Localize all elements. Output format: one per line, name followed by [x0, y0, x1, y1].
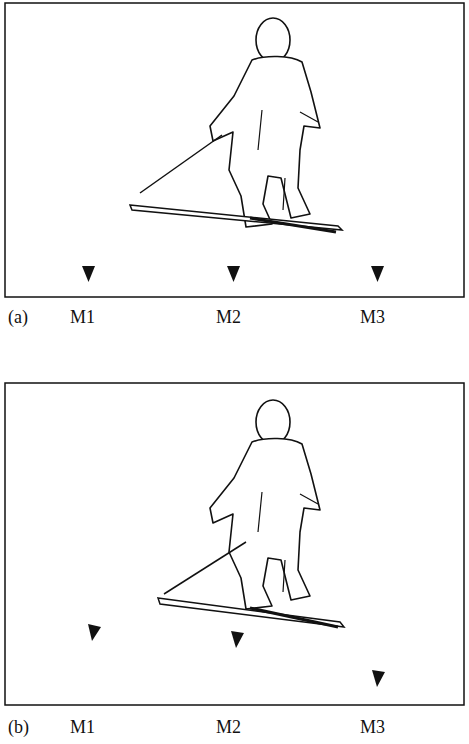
panel-frame [5, 3, 464, 297]
marker-label: M1 [70, 308, 95, 326]
marker-triangles [82, 266, 384, 282]
skier-figure [130, 18, 342, 232]
marker-label: M1 [70, 718, 95, 736]
marker-label: M3 [360, 718, 385, 736]
panel-label: (a) [8, 308, 28, 326]
marker-triangles [88, 624, 385, 687]
panel-label: (b) [8, 718, 29, 736]
skier-figure [158, 400, 344, 627]
panel-frame [5, 383, 464, 705]
marker-label: M2 [216, 718, 241, 736]
marker-label: M2 [216, 308, 241, 326]
marker-label: M3 [360, 308, 385, 326]
